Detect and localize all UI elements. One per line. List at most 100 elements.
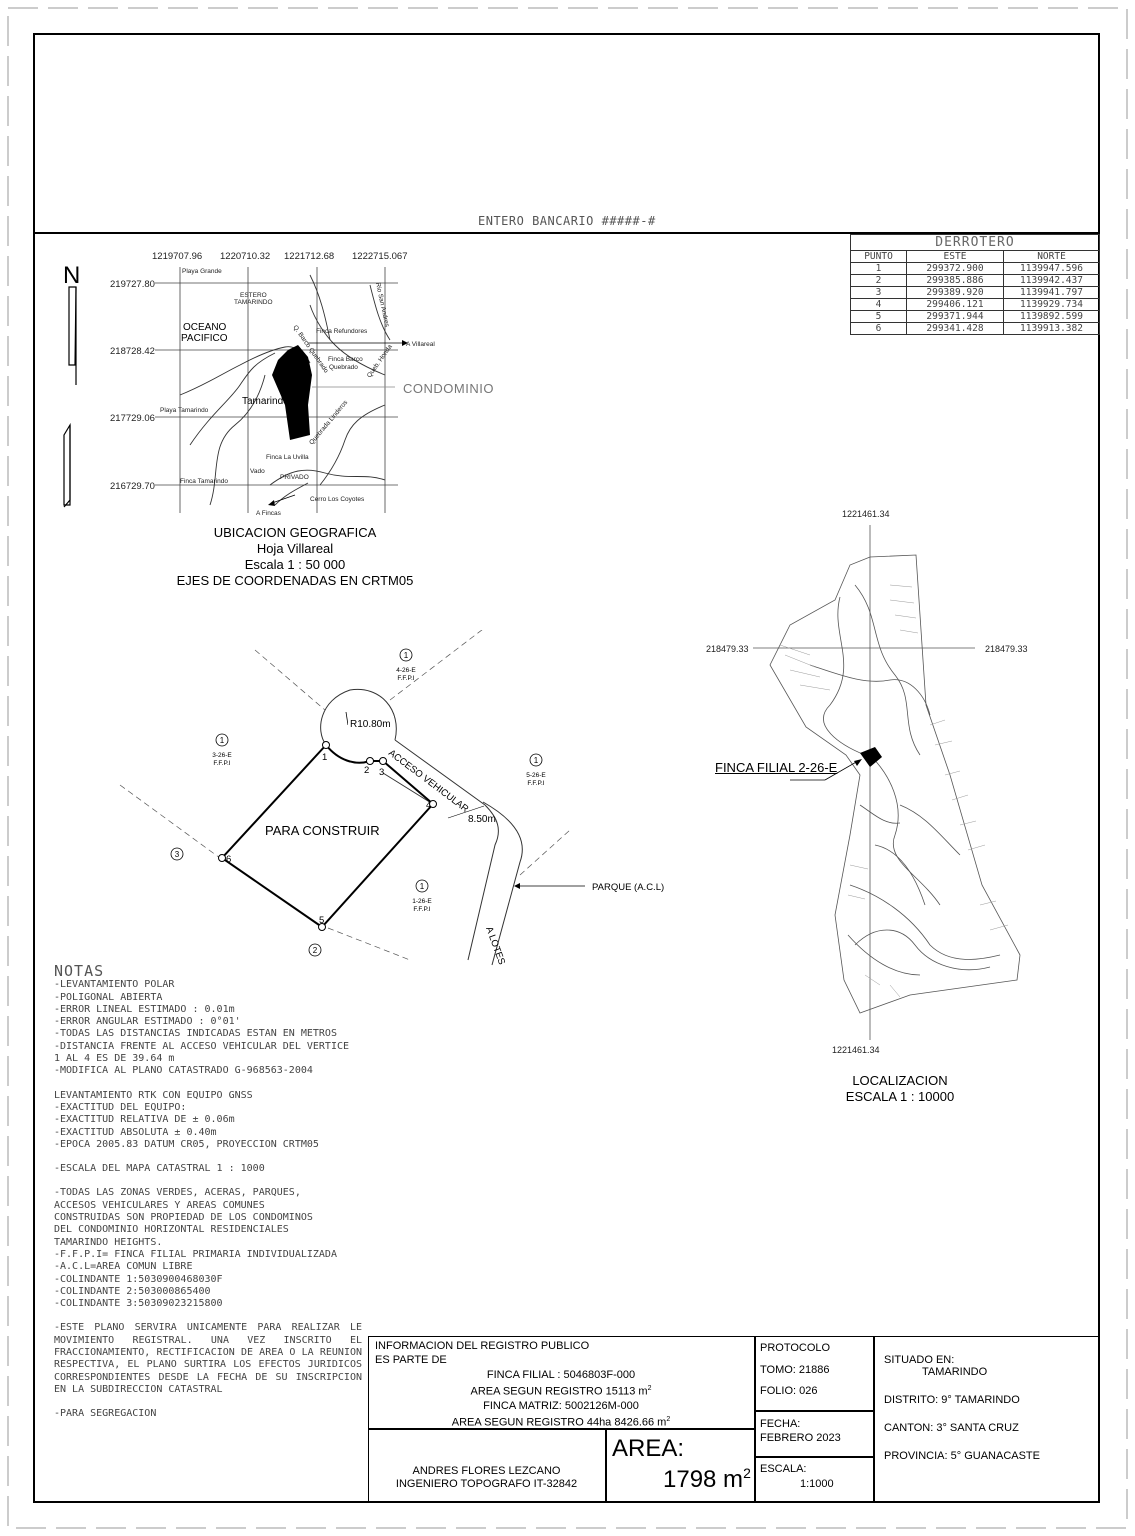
lbl-finca-barco: Finca Barco: [328, 356, 363, 363]
lbl-pacifico: PACIFICO: [181, 333, 228, 344]
neighbor-type-4: F.F.P.I: [413, 906, 430, 913]
engineer-name: ANDRES FLORES LEZCANO: [412, 1465, 561, 1477]
vertex-5: 5: [319, 915, 324, 926]
escala: 1:1000: [800, 1478, 834, 1490]
neighbor-num-4: 1: [420, 882, 425, 891]
lbl-quebrado: Quebrado: [329, 364, 358, 371]
lbl-queb-honda: Queb. Honda: [366, 343, 394, 379]
provincia: PROVINCIA: 5° GUANACASTE: [884, 1450, 1040, 1462]
site-plan: R10.80m 8.50m ACCESO VEHICULAR A LOTES P…: [119, 630, 664, 966]
lbl-a-villareal: A Villareal: [406, 341, 435, 348]
situado: TAMARINDO: [922, 1366, 988, 1378]
lbl-quebrada-linderos: Quebrada Linderos: [308, 399, 350, 447]
loc-top-coord: 1221461.34: [842, 509, 890, 519]
derrotero-title: DERROTERO: [850, 234, 1100, 251]
x-coord-1: 1219707.96: [152, 251, 202, 262]
notes-block-6: -PARA SEGREGACION: [54, 1408, 157, 1420]
lbl-finca-tamarindo: Finca Tamarindo: [180, 478, 228, 485]
y-coord-2: 218728.42: [110, 346, 155, 357]
tomo: TOMO: 21886: [760, 1364, 830, 1376]
a-lotes-label: A LOTES: [483, 925, 507, 966]
title-block: [368, 1336, 1100, 1503]
localizacion-caption: LOCALIZACION ESCALA 1 : 10000: [845, 1073, 955, 1104]
escala-label: ESCALA:: [760, 1463, 807, 1475]
folio: FOLIO: 026: [760, 1385, 818, 1397]
colindante-mark-2: 2: [313, 946, 318, 955]
neighbor-num-2: 1: [220, 736, 225, 745]
location-map: 1219707.96 1220710.32 1221712.68 1222715…: [63, 251, 494, 517]
lbl-privado: PRIVADO: [280, 474, 309, 481]
canton: CANTON: 3° SANTA CRUZ: [884, 1422, 1019, 1434]
lbl-cerro: Cerro Los Coyotes: [310, 496, 365, 503]
notes-block-5: -ESTE PLANO SERVIRA UNICAMENTE PARA REAL…: [54, 1322, 362, 1395]
neighbor-num-1: 1: [404, 651, 409, 660]
localizacion-map: 1221461.34 1221461.34 218479.33 218479.3…: [706, 509, 1028, 1055]
entero-bancario: ENTERO BANCARIO #####-#: [478, 214, 656, 228]
loc-left-coord: 218479.33: [706, 644, 749, 654]
lbl-rio-san-andres: Rio San Andres: [374, 282, 390, 328]
para-construir-label: PARA CONSTRUIR: [265, 823, 380, 838]
fecha-label: FECHA:: [760, 1418, 801, 1430]
vertex-1: 1: [322, 752, 327, 763]
lbl-vado: Vado: [250, 468, 265, 475]
lbl-playa-grande: Playa Grande: [182, 268, 222, 275]
col-norte: NORTE: [1003, 250, 1100, 263]
neighbor-code-3: 5-26-E: [526, 772, 546, 779]
lbl-oceano: OCEANO: [183, 322, 227, 333]
notes: NOTAS -LEVANTAMIENTO POLAR -POLIGONAL AB…: [54, 962, 362, 1420]
north-label: N: [63, 262, 80, 289]
vertex-4: 4: [426, 800, 431, 811]
col-punto: PUNTO: [850, 250, 907, 263]
situado-label: SITUADO EN:: [884, 1354, 955, 1366]
x-coord-3: 1221712.68: [284, 251, 334, 262]
lbl-playa-tamarindo: Playa Tamarindo: [160, 407, 209, 414]
header-divider: [33, 232, 1100, 234]
distrito: DISTRITO: 9° TAMARINDO: [884, 1394, 1020, 1406]
es-parte: ES PARTE DE: [375, 1354, 447, 1366]
loc-right-coord: 218479.33: [985, 644, 1028, 654]
registro-details: FINCA FILIAL : 5046803F-000 AREA SEGUN R…: [451, 1369, 671, 1429]
lbl-finca-refundores: Finca Refundores: [316, 328, 368, 335]
radius-label: R10.80m: [350, 719, 391, 730]
engineer-title: INGENIERO TOPOGRAFO IT-32842: [395, 1478, 578, 1490]
loc-bottom-coord: 1221461.34: [832, 1045, 880, 1055]
lbl-tamarindo: Tamarindo: [242, 396, 289, 407]
finca-filial-label: FINCA FILIAL 2-26-E: [715, 760, 838, 775]
y-coord-4: 216729.70: [110, 481, 155, 492]
neighbor-code-1: 4-26-E: [396, 667, 416, 674]
parque-label: PARQUE (A.C.L): [592, 882, 664, 893]
condominio-label: CONDOMINIO: [403, 381, 494, 396]
area-value: 1798 m2: [663, 1465, 751, 1493]
area-label: AREA:: [612, 1435, 685, 1462]
y-coord-1: 219727.80: [110, 279, 155, 290]
neighbor-type-1: F.F.P.I: [397, 675, 414, 682]
fecha: FEBRERO 2023: [760, 1432, 841, 1444]
neighbor-type-2: F.F.P.I: [213, 760, 230, 767]
protocolo-label: PROTOCOLO: [760, 1342, 831, 1354]
vertex-2: 2: [364, 765, 369, 776]
colindante-mark-3: 3: [175, 850, 180, 859]
notes-title: NOTAS: [54, 962, 105, 980]
neighbor-type-3: F.F.P.I: [527, 780, 544, 787]
x-coord-2: 1220710.32: [220, 251, 270, 262]
registro-title: INFORMACION DEL REGISTRO PUBLICO: [375, 1340, 590, 1352]
engineer-block: ANDRES FLORES LEZCANO INGENIERO TOPOGRAF…: [368, 1465, 605, 1491]
neighbor-num-3: 1: [534, 756, 539, 765]
vertex-3: 3: [379, 767, 384, 778]
y-coord-3: 217729.06: [110, 413, 155, 424]
width-label: 8.50m: [468, 814, 496, 825]
x-coord-4: 1222715.067: [352, 251, 407, 262]
lbl-a-fincas: A Fincas: [256, 510, 282, 517]
location-caption: UBICACION GEOGRAFICA Hoja Villareal Esca…: [176, 525, 414, 588]
col-este: ESTE: [906, 250, 1004, 263]
vertex-6: 6: [226, 854, 231, 865]
neighbor-code-4: 1-26-E: [412, 898, 432, 905]
lbl-finca-la-uvilla: Finca La Uvilla: [266, 454, 309, 461]
